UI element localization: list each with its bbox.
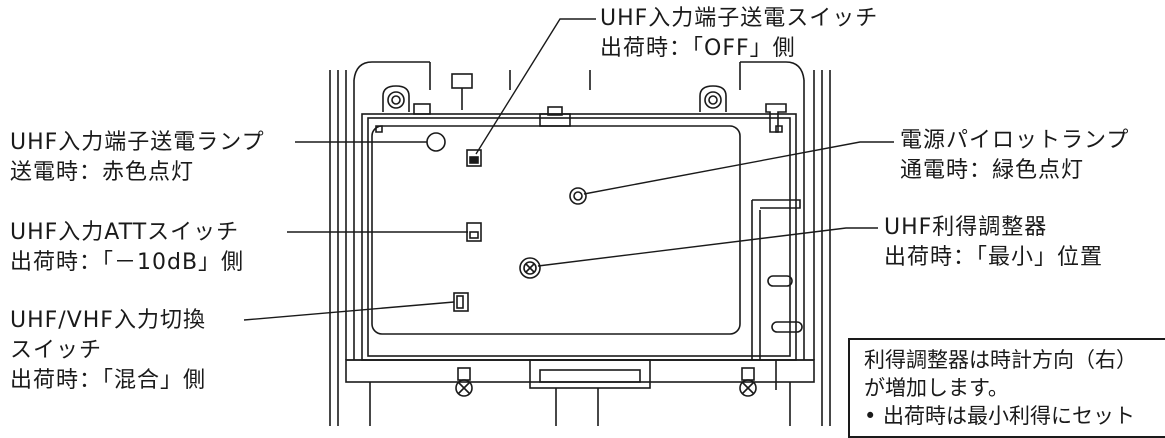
note-line-3: • 出荷時は最小利得にセット	[864, 404, 1136, 428]
housing-outline	[329, 61, 831, 426]
callout-power-lamp: UHF入力端子送電ランプ 送電時：赤色点灯	[10, 128, 265, 188]
center-clip	[539, 106, 571, 127]
mount-ear-left	[382, 73, 473, 115]
callout-pilot-lamp: 電源パイロットランプ 通電時：緑色点灯	[900, 126, 1129, 186]
bottom-base	[345, 359, 815, 426]
leader-lines	[243, 18, 894, 321]
att-switch-icon	[466, 222, 482, 242]
pilot-lamp-icon	[569, 187, 587, 205]
callout-pilot-lamp-setting: 通電時：緑色点灯	[900, 158, 1085, 183]
callout-att-switch: UHF入力ATTスイッチ 出荷時：「－10dB」側	[10, 218, 244, 278]
callout-power-switch-setting: 出荷時：「OFF」側	[600, 36, 796, 61]
callout-power-lamp-setting: 送電時：赤色点灯	[10, 160, 195, 185]
gain-adjuster-icon	[519, 257, 541, 279]
gain-note-box: 利得調整器は時計方向（右） が増加します。 • 出荷時は最小利得にセット	[848, 338, 1165, 438]
callout-input-select: UHF/VHF入力切換 スイッチ 出荷時：「混合」側	[10, 306, 206, 396]
callout-input-select-title-cont: スイッチ	[10, 338, 103, 363]
callout-gain-adjuster-setting: 出荷時：「最小」位置	[884, 245, 1104, 270]
note-line-2: が増加します。	[864, 376, 1009, 400]
callout-power-lamp-title: UHF入力端子送電ランプ	[10, 130, 265, 155]
input-select-switch-icon	[453, 292, 469, 312]
note-line-1: 利得調整器は時計方向（右）	[864, 348, 1137, 372]
callout-input-select-title: UHF/VHF入力切換	[10, 308, 206, 333]
callout-gain-adjuster: UHF利得調整器 出荷時：「最小」位置	[884, 213, 1103, 273]
side-bracket	[751, 199, 803, 390]
board-frame	[361, 113, 797, 361]
callout-power-switch-title: UHF入力端子送電スイッチ	[600, 6, 879, 31]
device-diagram	[243, 18, 894, 426]
callout-input-select-setting: 出荷時：「混合」側	[10, 368, 207, 393]
callout-power-switch: UHF入力端子送電スイッチ 出荷時：「OFF」側	[600, 4, 878, 64]
callout-att-switch-setting: 出荷時：「－10dB」側	[10, 250, 245, 275]
callout-gain-adjuster-title: UHF利得調整器	[884, 215, 1048, 240]
power-lamp-icon	[426, 132, 446, 152]
callout-att-switch-title: UHF入力ATTスイッチ	[10, 220, 240, 245]
callout-pilot-lamp-title: 電源パイロットランプ	[900, 128, 1130, 153]
mount-ear-right	[699, 85, 787, 133]
power-switch-icon	[466, 149, 482, 167]
